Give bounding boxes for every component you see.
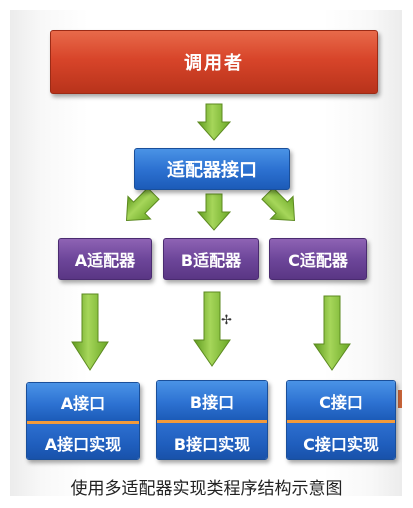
target-c-box: C接口 C接口实现 — [286, 380, 396, 460]
adapter-interface-label: 适配器接口 — [167, 160, 257, 181]
down-arrow-a-adapter-to-a-target — [71, 293, 109, 371]
divider-line — [157, 420, 267, 423]
divider-line — [27, 421, 139, 424]
adapter-b-label: B适配器 — [180, 251, 242, 270]
impl-c-cell: C接口实现 — [287, 423, 395, 459]
down-arrow-interface-to-b-adapter — [196, 193, 232, 231]
adapter-a-box: A适配器 — [58, 238, 152, 280]
interface-a-label: A接口 — [60, 394, 106, 413]
target-b-box: B接口 B接口实现 — [156, 380, 268, 460]
caller-label: 调用者 — [184, 53, 244, 74]
adapter-b-box: B适配器 — [163, 238, 259, 280]
adapter-a-label: A适配器 — [74, 251, 136, 270]
down-arrow-interface-to-a-adapter — [125, 187, 160, 222]
interface-a-cell: A接口 — [27, 383, 139, 421]
impl-b-cell: B接口实现 — [157, 423, 267, 459]
diagram-caption: 使用多适配器实现类程序结构示意图 — [70, 479, 343, 499]
impl-b-label: B接口实现 — [173, 434, 251, 454]
interface-b-cell: B接口 — [157, 381, 267, 420]
caller-box: 调用者 — [50, 30, 378, 94]
adapter-c-box: C适配器 — [269, 238, 367, 280]
down-arrow-caller-to-interface — [196, 103, 232, 141]
target-a-box: A接口 A接口实现 — [26, 382, 140, 460]
mouse-cursor-icon: ✢ — [221, 313, 232, 328]
adapter-interface-box: 适配器接口 — [134, 148, 290, 190]
down-arrow-c-adapter-to-c-target — [313, 295, 351, 371]
interface-b-label: B接口 — [189, 392, 235, 412]
down-arrow-interface-to-c-adapter — [261, 187, 296, 222]
impl-c-label: C接口实现 — [303, 434, 379, 454]
impl-a-label: A接口实现 — [44, 435, 122, 454]
down-arrow-b-adapter-to-b-target — [193, 291, 231, 367]
adapter-c-label: C适配器 — [288, 251, 348, 270]
interface-c-cell: C接口 — [287, 381, 395, 420]
divider-line — [287, 420, 395, 423]
edge-accent-mark — [398, 390, 402, 408]
impl-a-cell: A接口实现 — [27, 424, 139, 459]
interface-c-label: C接口 — [319, 392, 363, 412]
